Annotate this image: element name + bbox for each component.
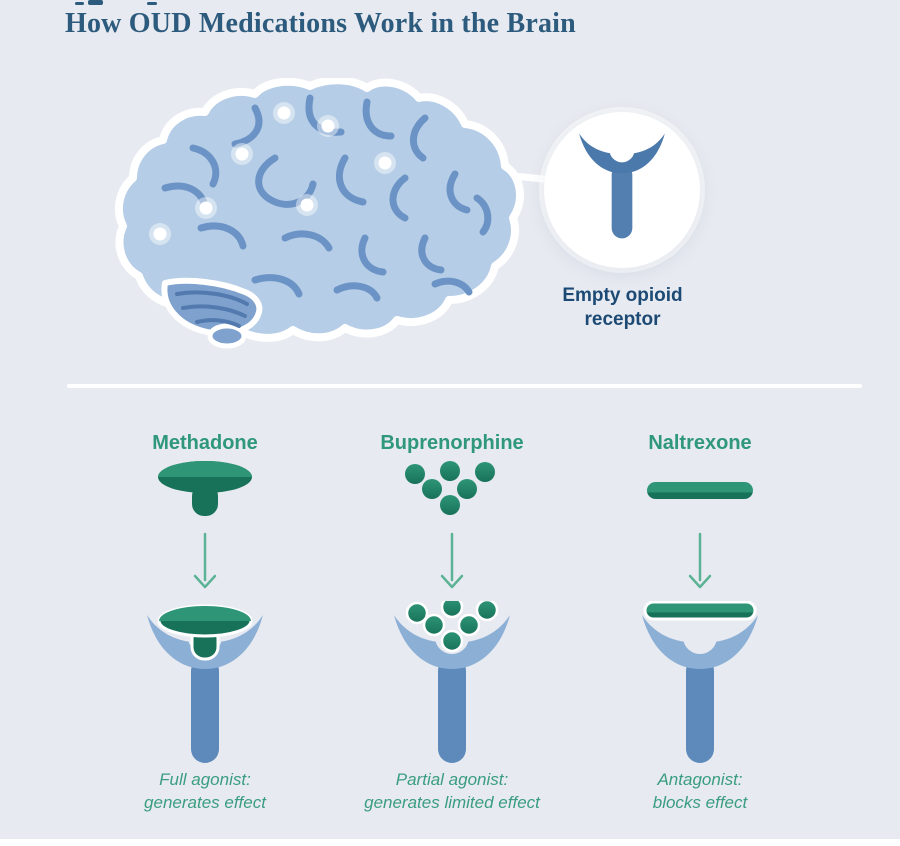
down-arrow-icon — [440, 532, 464, 589]
section-divider — [67, 384, 862, 388]
caption-line1: Partial agonist: — [395, 770, 509, 789]
down-arrow-icon — [193, 532, 217, 589]
receptor-callout-circle — [544, 112, 700, 268]
medication-caption: Partial agonist: generates limited effec… — [342, 768, 562, 814]
medication-column-buprenorphine: Buprenorphine — [342, 428, 562, 814]
receptor-with-methadone-icon — [147, 604, 263, 763]
medication-name: Methadone — [152, 432, 258, 454]
receptor-with-buprenorphine-icon — [394, 601, 510, 763]
cropped-text-artifact — [88, 0, 103, 5]
cropped-text-artifact — [75, 2, 84, 5]
caption-line2: generates effect — [144, 793, 266, 812]
bottom-white-strip — [0, 839, 900, 846]
caption-line2: generates limited effect — [364, 793, 540, 812]
cerebrum-shape — [114, 76, 524, 342]
naltrexone-blocker-icon — [647, 482, 753, 499]
medication-name: Naltrexone — [648, 432, 752, 454]
medication-caption: Full agonist: generates effect — [95, 768, 315, 814]
empty-opioid-receptor-icon — [579, 133, 665, 239]
brain-sulci-lines — [161, 94, 492, 302]
medication-column-naltrexone: Naltrexone — [590, 428, 810, 814]
brain-svg — [114, 76, 577, 349]
callout-label: Empty opioid receptor — [530, 284, 715, 332]
callout-label-line1: Empty opioid — [562, 285, 683, 306]
medication-name: Buprenorphine — [380, 432, 524, 454]
receptor-site-dots — [149, 102, 396, 245]
medication-caption: Antagonist: blocks effect — [590, 768, 810, 814]
brain-illustration — [105, 76, 577, 350]
caption-line1: Full agonist: — [159, 770, 251, 789]
cropped-text-artifact — [147, 2, 157, 5]
page-title: How OUD Medications Work in the Brain — [65, 8, 576, 39]
receptor-blocked-by-naltrexone-icon — [642, 601, 758, 763]
cerebellum-shape — [161, 277, 263, 349]
down-arrow-icon — [688, 532, 712, 589]
caption-line2: blocks effect — [652, 793, 748, 812]
buprenorphine-molecules-icon — [405, 461, 495, 515]
medication-column-methadone: Methadone Full ago — [95, 428, 315, 814]
methadone-molecule-icon — [158, 461, 252, 516]
caption-line1: Antagonist: — [657, 770, 743, 789]
callout-label-line2: receptor — [584, 309, 661, 330]
